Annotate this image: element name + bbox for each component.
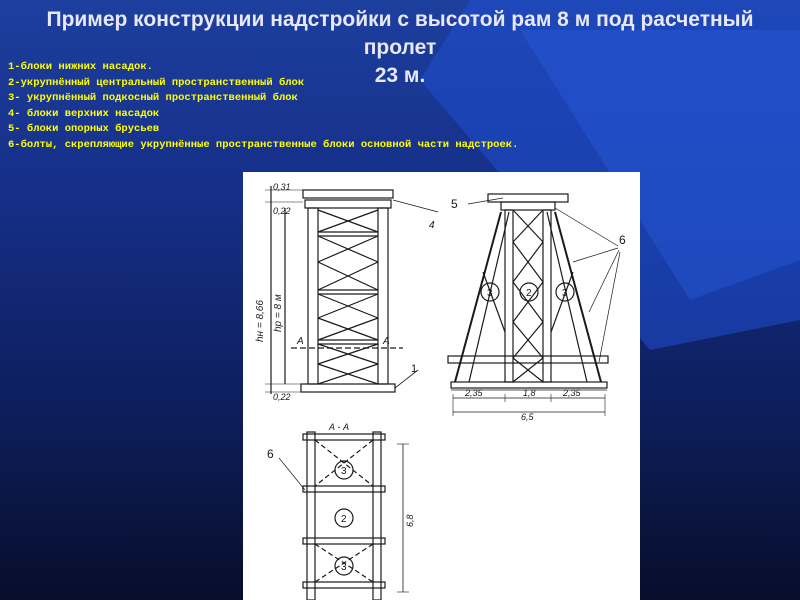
legend-list: 1-блоки нижних насадок. 2-укрупнённый це… — [8, 60, 798, 153]
dim-height-frame: hр = 8 м — [273, 294, 284, 332]
dim-height-total: hн = 8,66 — [255, 300, 266, 342]
dim-plan-length: 6,8 — [405, 514, 415, 527]
legend-item-4: 4- блоки верхних насадок — [8, 107, 160, 120]
dim-overall: 6,5 — [521, 412, 535, 422]
front-column-left — [307, 207, 319, 385]
plan-block-3-marker — [334, 460, 354, 480]
block-3-marker-right — [555, 282, 575, 302]
section-mark-right: А — [382, 336, 390, 347]
plan-block-3b-label: 3 — [341, 562, 347, 573]
dim-top1: 0,31 — [273, 182, 291, 192]
engineering-drawing: 0,31 0,22 0,22 hн = 8,66 hр = 8 м А А 1 … — [243, 172, 640, 600]
dim-bottom: 0,22 — [273, 392, 291, 402]
plan-view — [278, 431, 409, 600]
block-2-label: 2 — [526, 288, 532, 299]
callout-6-plan: 6 — [267, 447, 274, 461]
legend-item-1: 1-блоки нижних насадок. — [8, 61, 153, 73]
top-beam-upper — [302, 189, 394, 199]
dim-side-right: 2,35 — [562, 388, 582, 398]
plan-block-3-label: 3 — [341, 466, 347, 477]
bottom-beam — [300, 383, 396, 393]
legend-item-2: 2-укрупнённый центральный пространственн… — [8, 76, 305, 89]
block-3-right-label: 3 — [562, 288, 568, 299]
section-mark-left: А — [296, 336, 304, 347]
plan-block-3b-marker — [334, 556, 354, 576]
block-2-marker — [519, 282, 539, 302]
block-3-left-label: 3 — [487, 288, 493, 299]
callout-6: 6 — [619, 233, 626, 247]
slide-title: Пример конструкции надстройки с высотой … — [10, 6, 790, 90]
front-column-right — [377, 207, 389, 385]
title-line-1: Пример конструкции надстройки с высотой … — [46, 8, 754, 59]
legend-item-3: 3- укрупнённый подкосный пространственны… — [8, 92, 298, 104]
plan-block-2-marker — [334, 508, 354, 528]
dim-side-left: 2,35 — [464, 388, 484, 398]
callout-4: 4 — [429, 220, 435, 231]
legend-item-5: 5- блоки опорных брусьев — [8, 123, 160, 135]
dim-top2: 0,22 — [273, 206, 291, 216]
section-title: А - А — [328, 422, 349, 432]
front-view — [265, 186, 439, 394]
plan-block-2-label: 2 — [341, 514, 347, 525]
dim-center: 1,8 — [523, 388, 536, 398]
block-3-marker-left — [480, 282, 500, 302]
callout-5: 5 — [451, 197, 458, 211]
drawing-svg: 0,31 0,22 0,22 hн = 8,66 hр = 8 м А А 1 … — [255, 182, 626, 600]
callout-1: 1 — [411, 363, 417, 375]
title-line-2: 23 м. — [374, 64, 426, 87]
legend-item-6: 6-болты, скрепляющие укрупнённые простра… — [8, 138, 519, 151]
side-view — [447, 193, 621, 416]
top-beam-lower — [304, 199, 392, 209]
